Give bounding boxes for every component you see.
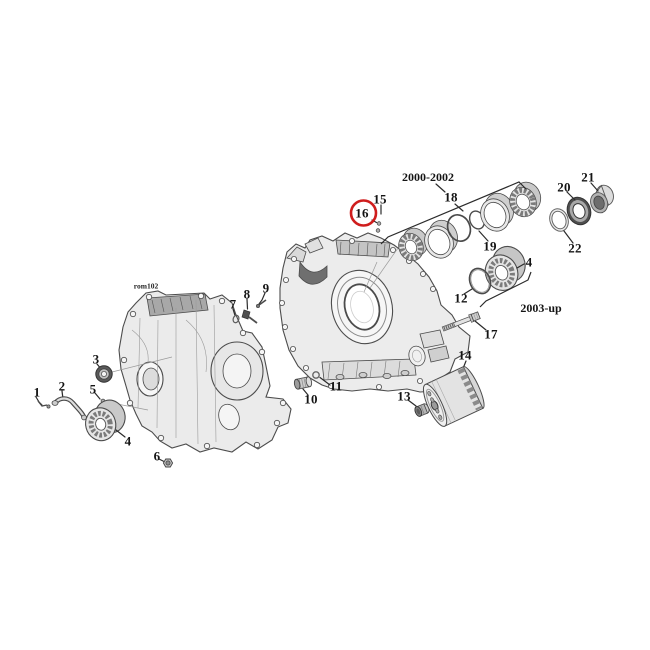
callout-19: 19 — [483, 238, 497, 254]
callout-2: 2 — [58, 378, 66, 394]
callout-10: 10 — [304, 391, 318, 407]
era-label-2000-2002: 2000-2002 — [402, 170, 454, 184]
bearing-set-2000-2002 — [369, 181, 542, 289]
part-14-oil-filter — [422, 360, 485, 427]
crank-bore — [330, 269, 394, 345]
left-case-bolt-holes — [120, 292, 287, 450]
callout-7: 7 — [229, 296, 237, 312]
callout-4-left: 4 — [124, 433, 132, 449]
bracket-2003-up — [479, 271, 532, 308]
callout-1: 1 — [33, 384, 41, 400]
leader-21 — [590, 182, 599, 192]
leader-era-early — [435, 183, 446, 193]
callout-15: 15 — [373, 191, 387, 207]
parts-15-16-screws — [371, 204, 382, 233]
part-7-oring — [232, 308, 240, 324]
highlight-circle — [349, 199, 378, 227]
callout-22: 22 — [568, 240, 582, 256]
callout-11: 11 — [329, 378, 343, 394]
leader-19 — [478, 230, 489, 242]
bracket-2000-2002 — [380, 181, 527, 245]
callout-5: 5 — [89, 381, 97, 397]
callout-18: 18 — [444, 189, 458, 205]
leader-12 — [463, 288, 473, 295]
callout-17: 17 — [484, 326, 498, 342]
part-1-clip — [35, 396, 51, 409]
callout-9: 9 — [262, 280, 270, 296]
drawing-code-label: rom102 — [133, 281, 159, 291]
retaining-ring — [446, 214, 472, 242]
part-4-left-bearing — [85, 399, 126, 442]
part-20-seal — [566, 196, 592, 226]
callout-14: 14 — [458, 347, 472, 363]
bearing-2003-up — [468, 245, 526, 295]
part-17-bolt — [441, 311, 487, 332]
callout-12: 12 — [454, 290, 468, 306]
callout-4-right: 4 — [525, 254, 533, 270]
callout-16-highlighted: 16 — [355, 205, 369, 221]
callout-3: 3 — [92, 351, 100, 367]
part-8-fitting — [241, 298, 258, 324]
part-22-washer — [549, 208, 569, 232]
part-10-plug — [293, 376, 313, 396]
part-6-nut — [158, 458, 174, 468]
part-11-oring — [312, 371, 331, 386]
callout-21: 21 — [581, 169, 595, 185]
part-3-seal — [95, 356, 173, 383]
leader-4-right — [516, 263, 525, 269]
leader-22 — [563, 230, 574, 244]
part-21-spacer — [590, 184, 614, 214]
part-9-screw — [255, 292, 267, 308]
leader-4-left — [115, 429, 126, 438]
part-2-oil-line — [51, 390, 87, 421]
era-label-2003-up: 2003-up — [520, 301, 562, 315]
callout-20: 20 — [557, 179, 571, 195]
leader-20 — [566, 191, 576, 201]
callout-6: 6 — [153, 448, 161, 464]
callout-8: 8 — [243, 286, 251, 302]
callout-13: 13 — [397, 388, 411, 404]
left-crankcase-half — [118, 290, 292, 453]
right-crankcase-half — [278, 232, 471, 393]
